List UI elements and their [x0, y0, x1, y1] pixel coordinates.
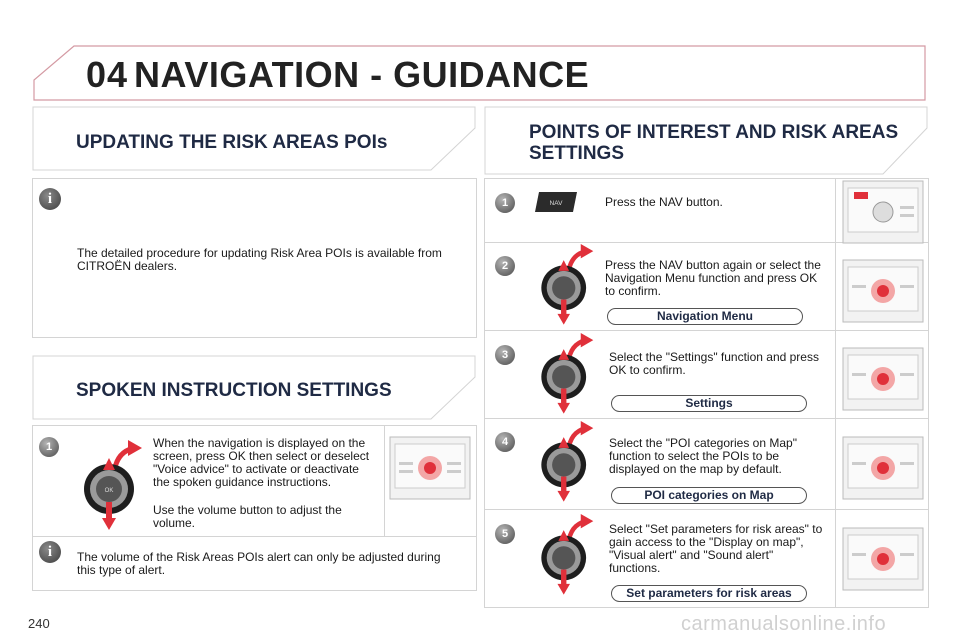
- step-1-badge: 1: [495, 193, 515, 213]
- row-divider: [484, 418, 929, 419]
- step-2-badge: 2: [495, 256, 515, 276]
- info-icon: i: [39, 188, 61, 210]
- step-4-text: Select the "POI categories on Map" funct…: [609, 436, 797, 476]
- step-2-text: Press the NAV button again or select the…: [605, 258, 821, 298]
- rotary-knob-icon: [541, 333, 594, 414]
- step-5-badge: 5: [495, 524, 515, 544]
- spoken-col-divider: [384, 425, 385, 536]
- watermark: carmanualsonline.info: [681, 613, 887, 635]
- svg-text:OK: OK: [105, 488, 114, 494]
- row-divider: [484, 242, 929, 243]
- risk-update-text: The detailed procedure for updating Risk…: [77, 246, 442, 273]
- page-title: NAVIGATION - GUIDANCE: [134, 54, 590, 95]
- row-divider: [484, 330, 929, 331]
- console-thumbnail: [842, 436, 924, 500]
- poi-heading: POINTS OF INTEREST AND RISK AREAS SETTIN…: [529, 122, 899, 164]
- console-thumbnail: [842, 347, 924, 411]
- rotary-knob-icon: [541, 421, 594, 502]
- step-3-text: Select the "Settings" function and press…: [609, 350, 819, 377]
- console-thumbnail: [842, 527, 924, 591]
- menu-set-parameters: Set parameters for risk areas: [611, 585, 807, 602]
- spoken-note: The volume of the Risk Areas POIs alert …: [77, 550, 441, 577]
- spoken-heading: SPOKEN INSTRUCTION SETTINGS: [76, 380, 392, 401]
- menu-poi-categories: POI categories on Map: [611, 487, 807, 504]
- note-info-icon: i: [39, 541, 61, 563]
- risk-update-heading: UPDATING THE RISK AREAS POIs: [76, 132, 388, 153]
- spoken-text-1: When the navigation is displayed on the …: [153, 436, 370, 489]
- poi-head-panel: [484, 106, 928, 175]
- step-3-badge: 3: [495, 345, 515, 365]
- console-thumbnail: [389, 436, 471, 500]
- poi-col-divider: [835, 178, 836, 608]
- rotary-knob-icon: [541, 514, 594, 595]
- rotary-knob-icon: [541, 244, 594, 325]
- step-5-text: Select "Set parameters for risk areas" t…: [609, 522, 823, 575]
- header-frame: [33, 45, 926, 101]
- row-divider: [484, 509, 929, 510]
- menu-settings: Settings: [611, 395, 807, 412]
- chapter-number: 04: [86, 54, 129, 95]
- step-1-text: Press the NAV button.: [605, 195, 723, 209]
- spoken-text-2: Use the volume button to adjust the volu…: [153, 503, 342, 530]
- step-4-badge: 4: [495, 432, 515, 452]
- menu-navigation-menu: Navigation Menu: [607, 308, 803, 325]
- risk-update-panel: [32, 178, 477, 338]
- page-number: 240: [28, 616, 50, 631]
- risk-update-head-panel: [32, 106, 476, 171]
- nav-button-icon: NAV: [535, 192, 577, 212]
- rotary-knob-icon: OK: [84, 440, 142, 530]
- svg-text:NAV: NAV: [550, 200, 564, 207]
- spoken-head-panel: [32, 355, 476, 420]
- spoken-step-badge: 1: [39, 437, 59, 457]
- console-thumbnail: [842, 180, 924, 244]
- console-thumbnail: [842, 259, 924, 323]
- spoken-row-divider: [32, 536, 477, 537]
